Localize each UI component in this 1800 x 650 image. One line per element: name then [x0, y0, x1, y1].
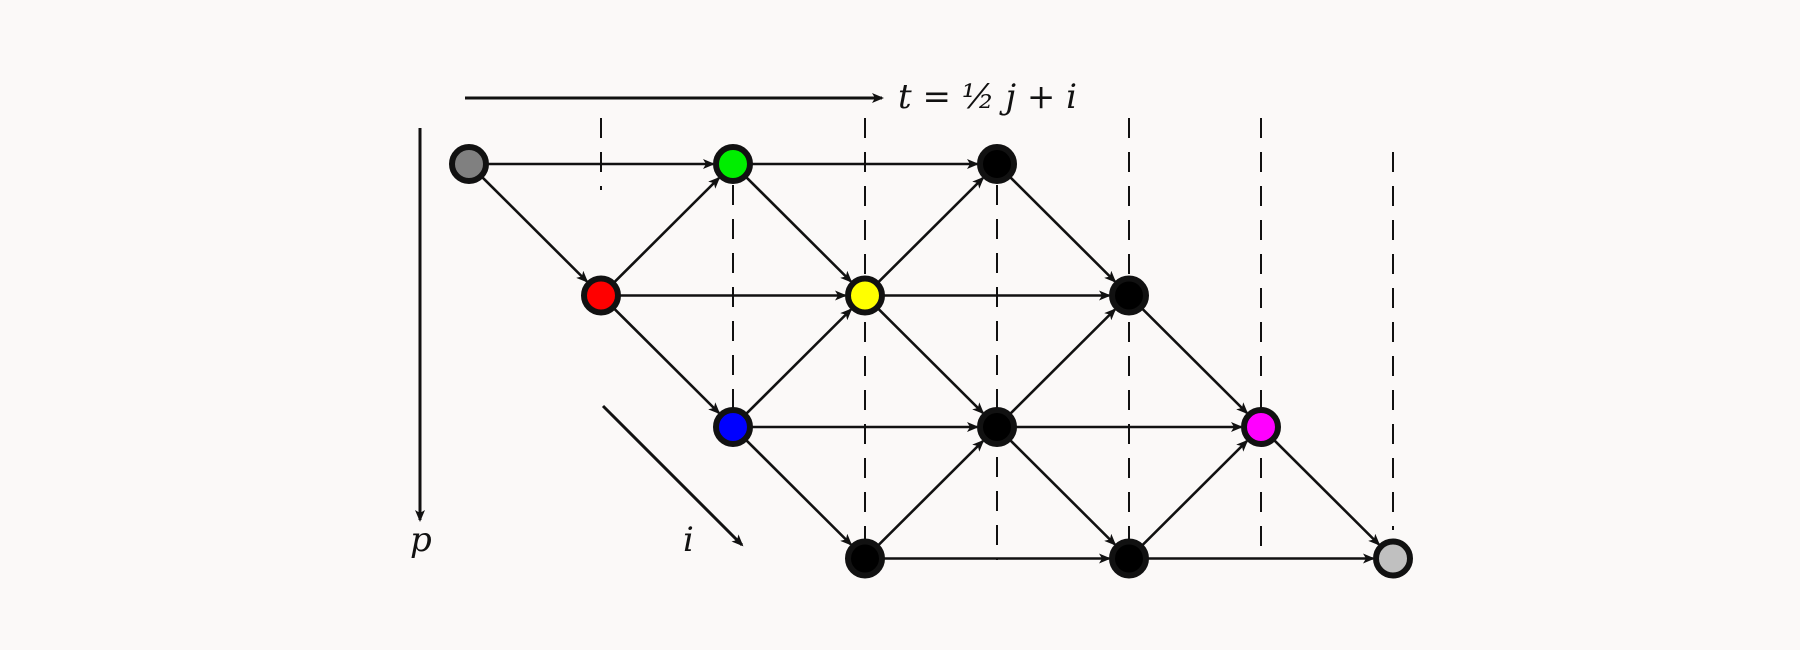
node-n10 [581, 275, 621, 316]
edge-u-11 [877, 176, 985, 284]
edge-d-00 [481, 176, 589, 283]
node-n22 [1241, 407, 1281, 447]
i-axis-label: i [683, 520, 694, 560]
edge-u-21 [1009, 308, 1117, 415]
node-n30 [845, 538, 885, 579]
node-n12 [1109, 275, 1149, 316]
lattice-nodes [449, 144, 1413, 579]
edge-u-20 [745, 308, 853, 415]
t-axis-label: t = ½ j + i [898, 77, 1077, 117]
edge-d-11 [877, 307, 985, 415]
axes [415, 93, 884, 547]
i-axis-arrow [601, 404, 744, 547]
node-n01 [713, 144, 753, 184]
node-n11 [845, 275, 885, 316]
edge-d-12 [1141, 307, 1249, 415]
edge-u-10 [613, 176, 721, 284]
node-n20 [713, 407, 753, 447]
node-n21 [977, 407, 1017, 447]
node-n00 [449, 144, 489, 184]
edge-d-10 [613, 307, 721, 415]
lattice-edges [481, 159, 1381, 564]
edge-d-21 [1009, 439, 1117, 546]
node-n02 [977, 144, 1017, 184]
time-step-dashed-lines [600, 118, 1394, 560]
edge-d-20 [745, 439, 853, 546]
node-n32 [1373, 538, 1413, 579]
edge-u-31 [1141, 439, 1249, 547]
edge-u-30 [877, 439, 985, 547]
node-n31 [1109, 538, 1149, 579]
edge-d-22 [1273, 439, 1381, 546]
p-axis-label: p [410, 520, 432, 560]
edge-d-02 [1009, 176, 1117, 283]
edge-d-01 [745, 176, 853, 283]
